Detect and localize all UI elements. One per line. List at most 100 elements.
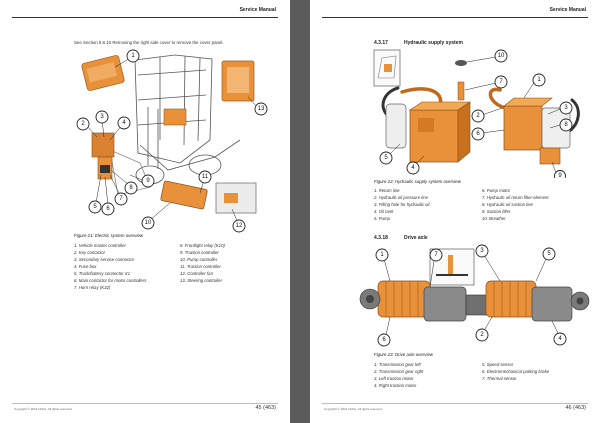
legend-col-left: 1. Vehicle master controller 2. Key cont…: [74, 242, 146, 291]
svg-text:5: 5: [547, 251, 551, 257]
svg-text:1: 1: [131, 53, 135, 59]
hyd-callout-3: 3: [559, 101, 573, 115]
svg-text:13: 13: [258, 106, 265, 112]
drive-axle-figure: 1 7 3 5 6 2 4: [359, 244, 590, 347]
legend-item: 2. Hydraulic oil pressure line: [374, 195, 428, 200]
svg-text:7: 7: [434, 252, 438, 258]
header-rule: [322, 17, 588, 18]
legend-item: 1. Vehicle master controller: [74, 243, 126, 248]
axle-callout-7: 7: [429, 248, 443, 262]
legend-item: 4. Fuse box: [74, 264, 97, 269]
legend-col-right: 5. Speed sensor 6. Electromechanical par…: [482, 361, 549, 382]
hydraulic-right-assembly: [503, 97, 571, 165]
legend-item: 4. Right traction motor: [374, 383, 417, 388]
running-header: Service Manual: [549, 7, 586, 13]
svg-text:9: 9: [146, 178, 150, 184]
page-number: 45 (463): [255, 405, 277, 411]
callout-2: 2: [76, 117, 90, 131]
leader-lines: [389, 56, 561, 174]
legend-col-right: 8. Frontlight relay (K10) 9. Traction co…: [180, 242, 225, 284]
footer-copyright: Copyright © 2021 HCFA. All rights reserv…: [14, 407, 73, 411]
svg-text:6: 6: [382, 337, 386, 343]
axle-callout-4: 4: [553, 332, 567, 346]
callout-9: 9: [141, 174, 155, 188]
callout-6: 6: [101, 202, 115, 216]
legend-item: 7. Horn relay (K32): [74, 285, 111, 290]
legend-item: 5. Truck/battery connector X1: [74, 271, 131, 276]
legend-item: 3. Secondary service connector: [74, 257, 135, 262]
legend-item: 1. Return line: [374, 188, 400, 193]
hydraulic-left-assembly: [385, 101, 471, 163]
callout-8: 8: [124, 181, 138, 195]
hyd-callout-10: 10: [494, 49, 508, 63]
section-hydraulic-title: 4.3.17 Hydraulic supply system: [374, 40, 463, 46]
legend-item: 7. Thermal sensor: [482, 376, 517, 381]
intro-text: See Section 5.8.10 Removing the right si…: [74, 40, 224, 45]
axle-callout-6: 6: [377, 333, 391, 347]
axle-callout-1: 1: [375, 248, 389, 262]
callout-10: 10: [141, 216, 155, 230]
svg-text:3: 3: [100, 114, 104, 120]
hydraulic-system-figure: 10 7 1 3 8 9 6 2 5 4: [373, 49, 580, 178]
legend-item: 8. Frontlight relay (K10): [180, 243, 225, 248]
callout-1: 1: [126, 49, 140, 63]
legend-item: 10. Pump controller: [180, 257, 218, 262]
svg-text:8: 8: [564, 122, 568, 128]
svg-text:6: 6: [106, 206, 110, 212]
legend-item: 13. Steering controller: [180, 278, 223, 283]
hyd-callout-8: 8: [559, 118, 573, 132]
hyd-callout-2: 2: [471, 109, 485, 123]
breather-and-filter: [455, 60, 467, 101]
legend-item: 6. Pump motor: [482, 188, 511, 193]
figure-22-caption: Figure 22: Hydraulic supply system overv…: [374, 179, 461, 184]
svg-text:12: 12: [236, 223, 243, 229]
axle-left-assembly: [359, 280, 489, 322]
figure-21-caption: Figure 21: Electric system overview: [74, 233, 144, 238]
callout-4: 4: [117, 116, 131, 130]
axle-callout-2: 2: [475, 328, 489, 342]
hyd-callout-6: 6: [471, 127, 485, 141]
electric-parts: [81, 55, 257, 214]
legend-item: 6. Electromechanical parking brake: [482, 369, 550, 374]
header-rule: [12, 17, 278, 18]
section-number: 4.3.17: [374, 40, 388, 46]
right-page: Service Manual 4.3.17 Hydraulic supply sy…: [310, 0, 600, 423]
legend-item: 5. Speed sensor: [482, 362, 514, 367]
svg-text:6: 6: [476, 131, 480, 137]
callout-12: 12: [232, 219, 246, 233]
svg-text:4: 4: [558, 336, 562, 342]
section-title-text: Hydraulic supply system: [404, 40, 463, 46]
svg-text:2: 2: [81, 121, 85, 127]
svg-text:4: 4: [411, 165, 415, 171]
hyd-callout-7: 7: [494, 75, 508, 89]
leader-lines: [383, 254, 559, 336]
svg-text:3: 3: [480, 248, 484, 254]
svg-text:7: 7: [119, 196, 123, 202]
electric-system-figure: 1 13 2 3 4 5 6 7 8 9 11 12 10: [76, 49, 268, 233]
svg-text:10: 10: [498, 53, 505, 59]
section-number: 4.3.18: [374, 235, 388, 241]
axle-right-assembly: [485, 280, 590, 322]
legend-col-left: 1. Return line 2. Hydraulic oil pressure…: [374, 187, 429, 222]
svg-text:11: 11: [202, 174, 209, 180]
legend-item: 9. Traction controller: [180, 250, 219, 255]
svg-text:3: 3: [564, 105, 568, 111]
svg-text:5: 5: [384, 155, 388, 161]
legend-col-right: 6. Pump motor 7. Hydraulic oil return fi…: [482, 187, 549, 222]
figure-23-caption: Figure 23: Drive axle overview: [374, 352, 434, 357]
legend-item: 5. Pump: [374, 216, 391, 221]
legend-item: 1. Transmission gear left: [374, 362, 421, 367]
left-page: Service Manual See Section 5.8.10 Removi…: [0, 0, 290, 423]
svg-text:7: 7: [499, 79, 503, 85]
legend-item: 6. Main contactor for motor controllers: [74, 278, 147, 283]
hyd-callout-4: 4: [406, 161, 420, 175]
svg-text:1: 1: [537, 77, 541, 83]
svg-text:1: 1: [380, 252, 384, 258]
figure-21-legend: 1. Vehicle master controller 2. Key cont…: [74, 242, 284, 302]
axle-callout-5: 5: [542, 247, 556, 261]
legend-item: 8. Hydraulic oil suction line: [482, 202, 533, 207]
svg-text:10: 10: [145, 220, 152, 226]
hyd-callout-1: 1: [532, 73, 546, 87]
callout-3: 3: [95, 110, 109, 124]
